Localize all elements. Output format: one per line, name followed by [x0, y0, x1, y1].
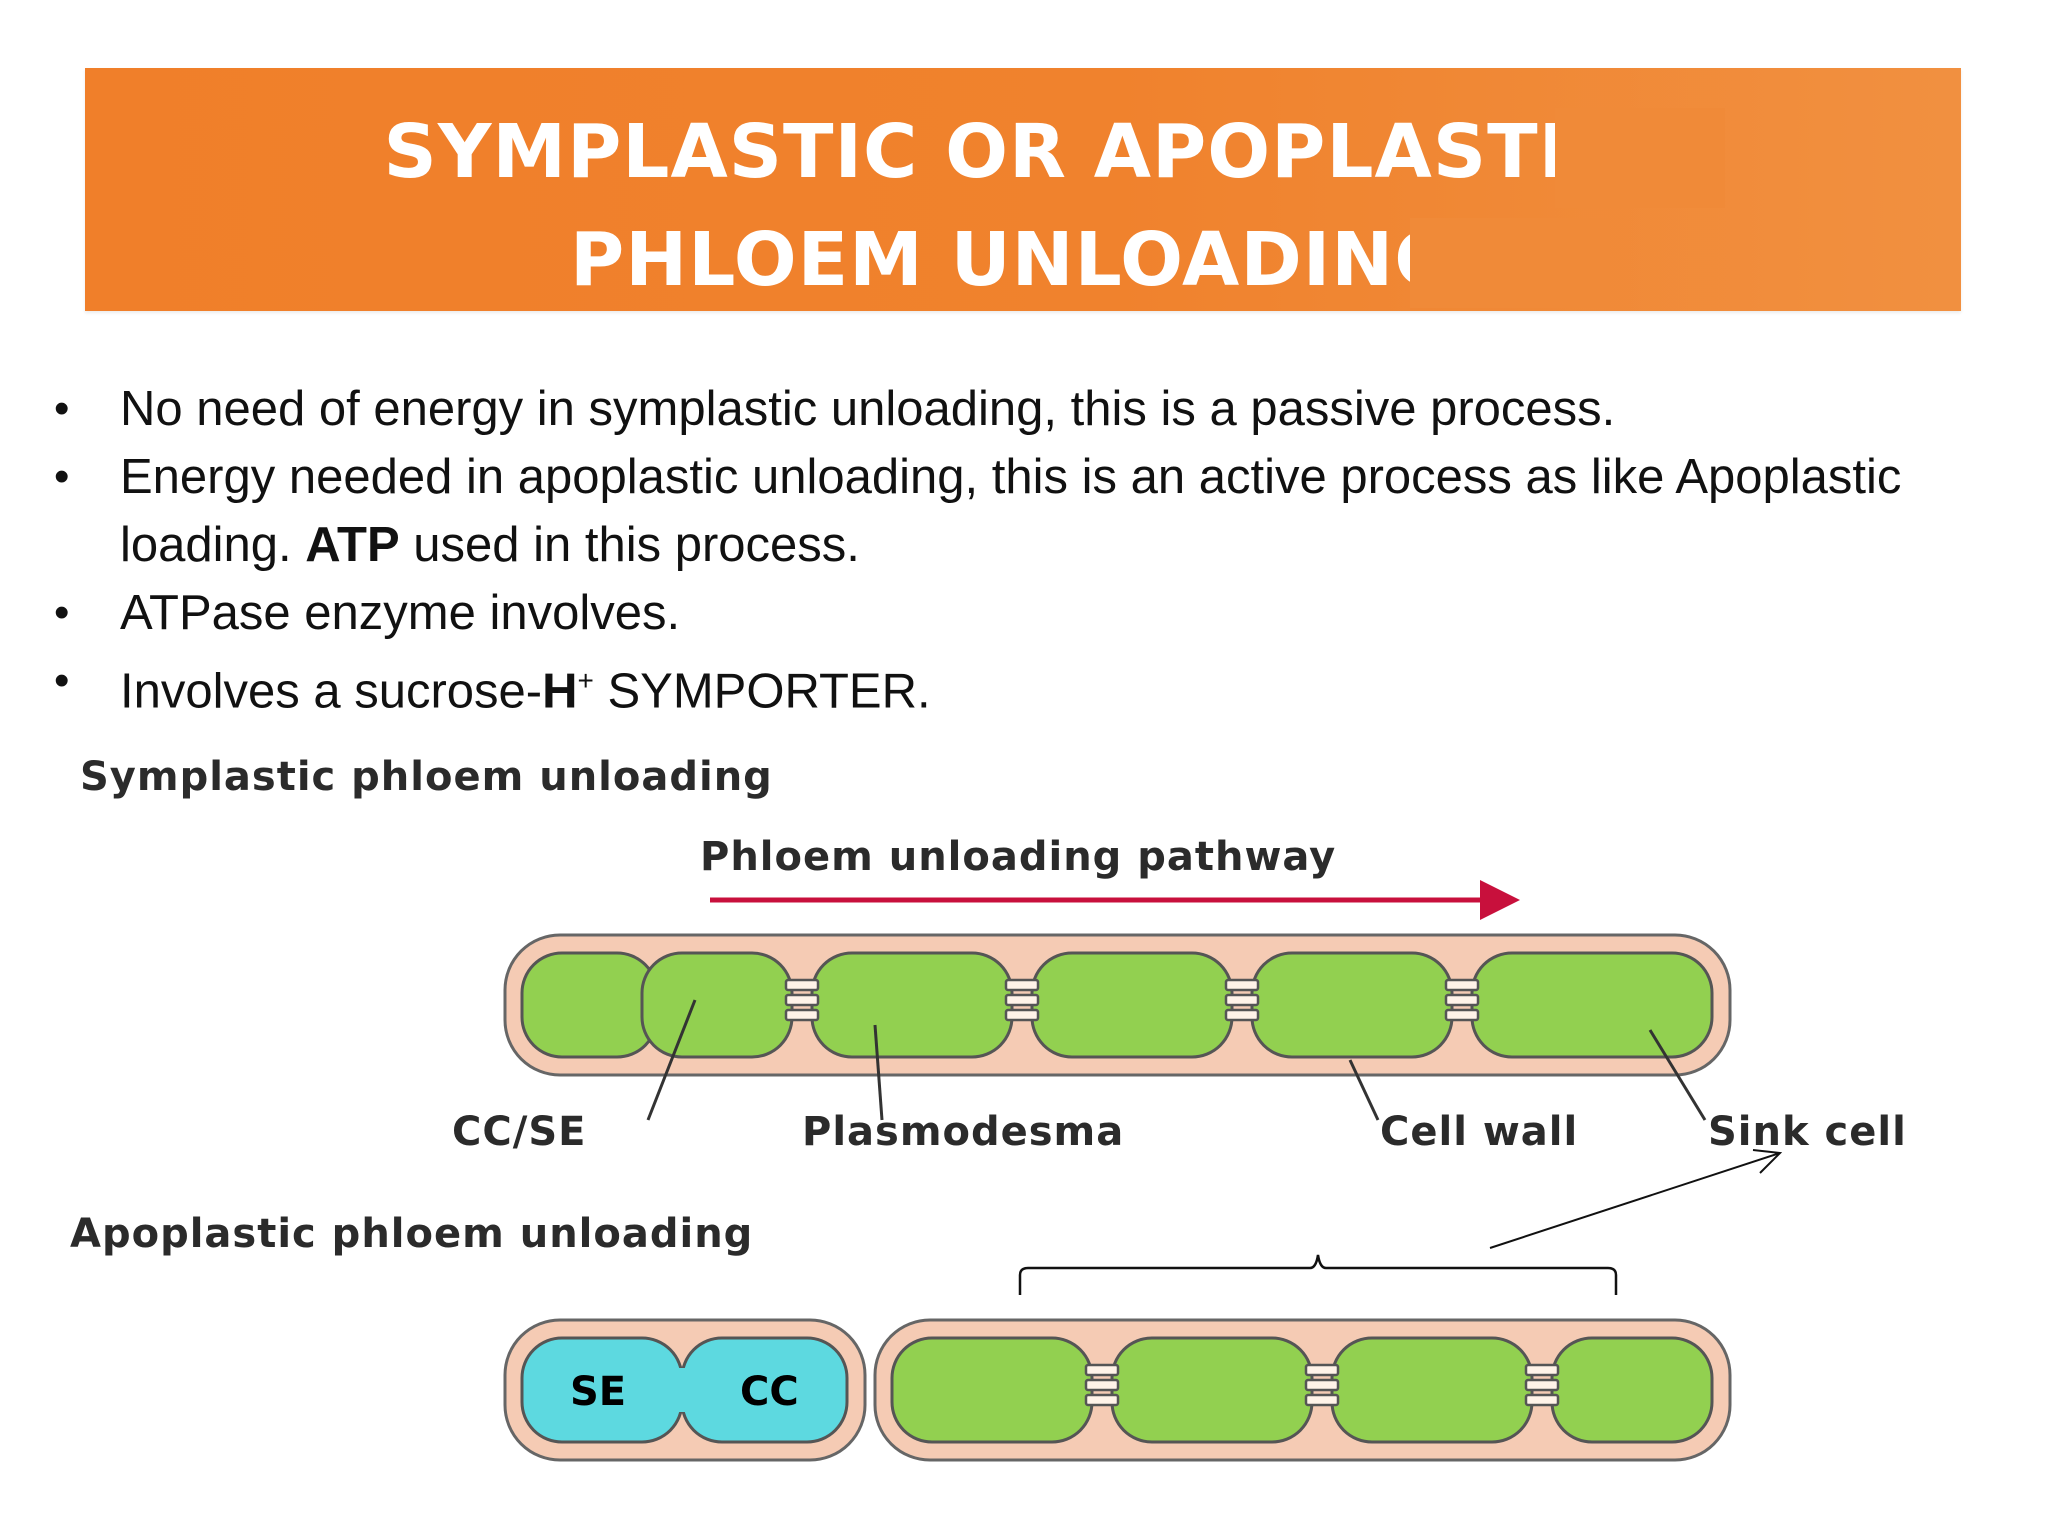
plasmodesma-icon — [1084, 1363, 1120, 1407]
cell-wall-leader-line — [1348, 1059, 1380, 1121]
plasmodesma-label: Plasmodesma — [802, 1109, 1124, 1155]
plasmodesma-icon — [1004, 978, 1040, 1022]
sink-cell-label: Sink cell — [1708, 1109, 1907, 1155]
bold-term: H — [542, 664, 578, 719]
bullet-item: • No need of energy in symplastic unload… — [50, 375, 2030, 443]
bullet-dot-icon: • — [54, 588, 70, 637]
sink-cell-shape — [1030, 951, 1234, 1059]
bullet-item: • Energy needed in apoplastic unloading,… — [50, 443, 2030, 579]
se-cc-connection — [670, 1368, 694, 1412]
sink-cell-pointer-arrowhead-icon — [1752, 1149, 1783, 1174]
symplastic-heading: Symplastic phloem unloading — [80, 754, 773, 800]
title-line-2: PHLOEM UNLOADING — [570, 217, 1456, 303]
sink-cell-leader-line — [1648, 1029, 1707, 1121]
plasmodesma-leader-line — [873, 1024, 884, 1121]
bullet-list: • No need of energy in symplastic unload… — [50, 375, 2030, 725]
cc-se-cell — [640, 951, 794, 1059]
slide-title: SYMPLASTIC OR APOPLASTIC PHLOEM UNLOADIN… — [85, 98, 1961, 314]
bullet-dot-icon: • — [54, 656, 70, 705]
cc-label: CC — [740, 1369, 799, 1415]
cc-se-label: CC/SE — [452, 1109, 586, 1155]
plasmodesma-icon — [1304, 1363, 1340, 1407]
bullet-item: • Involves a sucrose-H+ SYMPORTER. — [50, 647, 2030, 725]
sink-cell-shape — [810, 951, 1014, 1059]
cc-se-connection — [645, 983, 655, 1027]
title-line-1: SYMPLASTIC OR APOPLASTIC — [383, 109, 1623, 195]
phloem-unloading-diagram: Symplastic phloem unloading Phloem unloa… — [70, 754, 1907, 1462]
sink-cell-shape — [1330, 1336, 1534, 1444]
sink-cell-shape — [1250, 951, 1454, 1059]
sink-cell-shape — [1550, 1336, 1714, 1444]
apoplastic-heading: Apoplastic phloem unloading — [70, 1211, 753, 1257]
sink-cell-shape — [1470, 951, 1714, 1059]
title-clip-mask — [1555, 108, 1725, 208]
plasmodesma-icon — [1524, 1363, 1560, 1407]
sink-cell-shape — [890, 1336, 1094, 1444]
cc-se-cell — [520, 951, 659, 1059]
title-banner: SYMPLASTIC OR APOPLASTIC PHLOEM UNLOADIN… — [85, 68, 1961, 311]
title-clip-mask — [1410, 218, 1610, 308]
plasmodesma-icon — [1444, 978, 1480, 1022]
sink-cell-pointer-line — [1489, 1152, 1781, 1249]
se-label: SE — [570, 1369, 626, 1415]
cell-wall-label: Cell wall — [1380, 1109, 1578, 1155]
cc-se-leader-line — [646, 999, 697, 1121]
bold-term: ATP — [305, 518, 400, 572]
bullet-dot-icon: • — [54, 452, 70, 501]
pathway-label: Phloem unloading pathway — [700, 834, 1336, 880]
sink-cell-shape — [1110, 1336, 1314, 1444]
sink-cells-brace — [1018, 1254, 1618, 1295]
plasmodesma-icon — [1224, 978, 1260, 1022]
plasmodesma-icon — [784, 978, 820, 1022]
bullet-dot-icon: • — [54, 384, 70, 433]
superscript: + — [577, 665, 594, 696]
bullet-item: • ATPase enzyme involves. — [50, 579, 2030, 647]
